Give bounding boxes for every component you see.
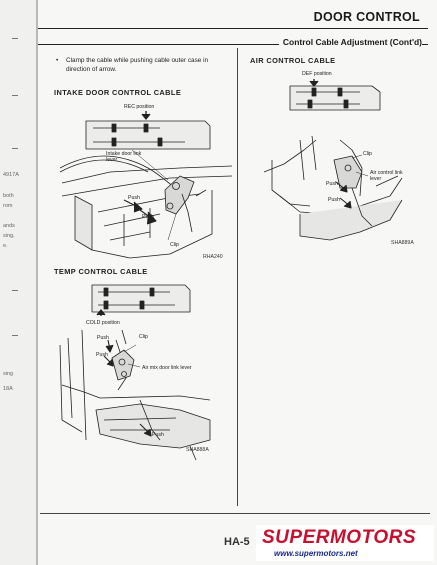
air-push-arrows <box>335 181 352 209</box>
intake-rec-position-label: REC position <box>124 104 155 110</box>
temp-push-label: Push <box>152 432 164 438</box>
temp-lever-label: Air mix door link lever <box>142 365 192 371</box>
intake-lever-label: Intake door link lever <box>106 151 142 163</box>
intake-push-arrows <box>123 199 157 225</box>
air-mechanism <box>263 135 403 241</box>
prev-page-fragment: sing, <box>3 233 15 239</box>
intake-heading: INTAKE DOOR CONTROL CABLE <box>54 88 182 97</box>
temp-push-arrows <box>103 339 152 437</box>
temp-figure-id: SHA888A <box>186 447 209 453</box>
prev-page-fragment: 18A <box>3 386 13 392</box>
binding-line <box>36 0 38 565</box>
instruction-bullet: • Clamp the cable while pushing cable ou… <box>56 57 232 74</box>
air-lever-label: Air control link lever <box>370 170 403 182</box>
temp-cold-arrow <box>96 309 106 316</box>
air-heading: AIR CONTROL CABLE <box>250 56 336 65</box>
air-control-panel <box>289 85 381 111</box>
intake-figure-id: RHA240 <box>203 254 223 260</box>
air-figure-id: SHA889A <box>391 240 414 246</box>
edge-tick <box>12 95 18 96</box>
intake-clip-label: Clip <box>170 242 179 248</box>
footer-rule <box>40 513 430 514</box>
temp-clip-label: Clip <box>139 334 148 340</box>
temp-heading: TEMP CONTROL CABLE <box>54 267 148 276</box>
temp-push-label: Push <box>97 335 109 341</box>
prev-page-fragment: rom <box>3 203 13 209</box>
page-title: DOOR CONTROL <box>313 10 420 24</box>
bullet-dot: • <box>56 57 59 64</box>
watermark-url: www.supermotors.net <box>274 549 358 558</box>
section-rule <box>38 44 428 45</box>
air-clip-label: Clip <box>363 151 372 157</box>
prev-page-fragment: ands <box>3 223 15 229</box>
air-push-label: Push <box>328 197 340 203</box>
column-divider <box>237 48 238 506</box>
intake-mechanism <box>59 155 233 259</box>
page-number: HA-5 <box>224 536 250 548</box>
previous-page-edge: 4917A both rom ands sing, e. sing 18A <box>0 0 38 565</box>
prev-page-fragment: e. <box>3 243 8 249</box>
temp-mechanism <box>59 329 211 461</box>
edge-tick <box>12 290 18 291</box>
section-title: Control Cable Adjustment (Cont'd) <box>120 37 422 47</box>
temp-control-panel <box>91 284 191 313</box>
intake-rec-arrow <box>141 111 151 120</box>
header-rule <box>38 28 428 29</box>
prev-page-fragment: sing <box>3 371 14 377</box>
temp-push-label: Push <box>96 352 108 358</box>
intake-control-panel <box>85 120 211 150</box>
air-push-label: Push <box>326 181 338 187</box>
edge-tick <box>12 148 18 149</box>
edge-tick <box>12 38 18 39</box>
prev-page-fragment: both <box>3 193 14 199</box>
temp-cold-position-label: COLD position <box>86 320 120 326</box>
intake-push-label: Push <box>128 195 140 201</box>
instruction-text: Clamp the cable while pushing cable oute… <box>66 57 209 73</box>
air-def-position-label: DEF position <box>302 71 332 77</box>
watermark-brand: SUPERMOTORS <box>262 527 417 548</box>
section-title-text: Control Cable Adjustment (Cont'd) <box>278 37 422 47</box>
intake-push-label: Push <box>142 214 154 220</box>
watermark: SUPERMOTORS www.supermotors.net <box>256 525 434 561</box>
prev-page-fragment: 4917A <box>3 172 19 178</box>
air-def-arrow <box>309 79 319 87</box>
edge-tick <box>12 335 18 336</box>
